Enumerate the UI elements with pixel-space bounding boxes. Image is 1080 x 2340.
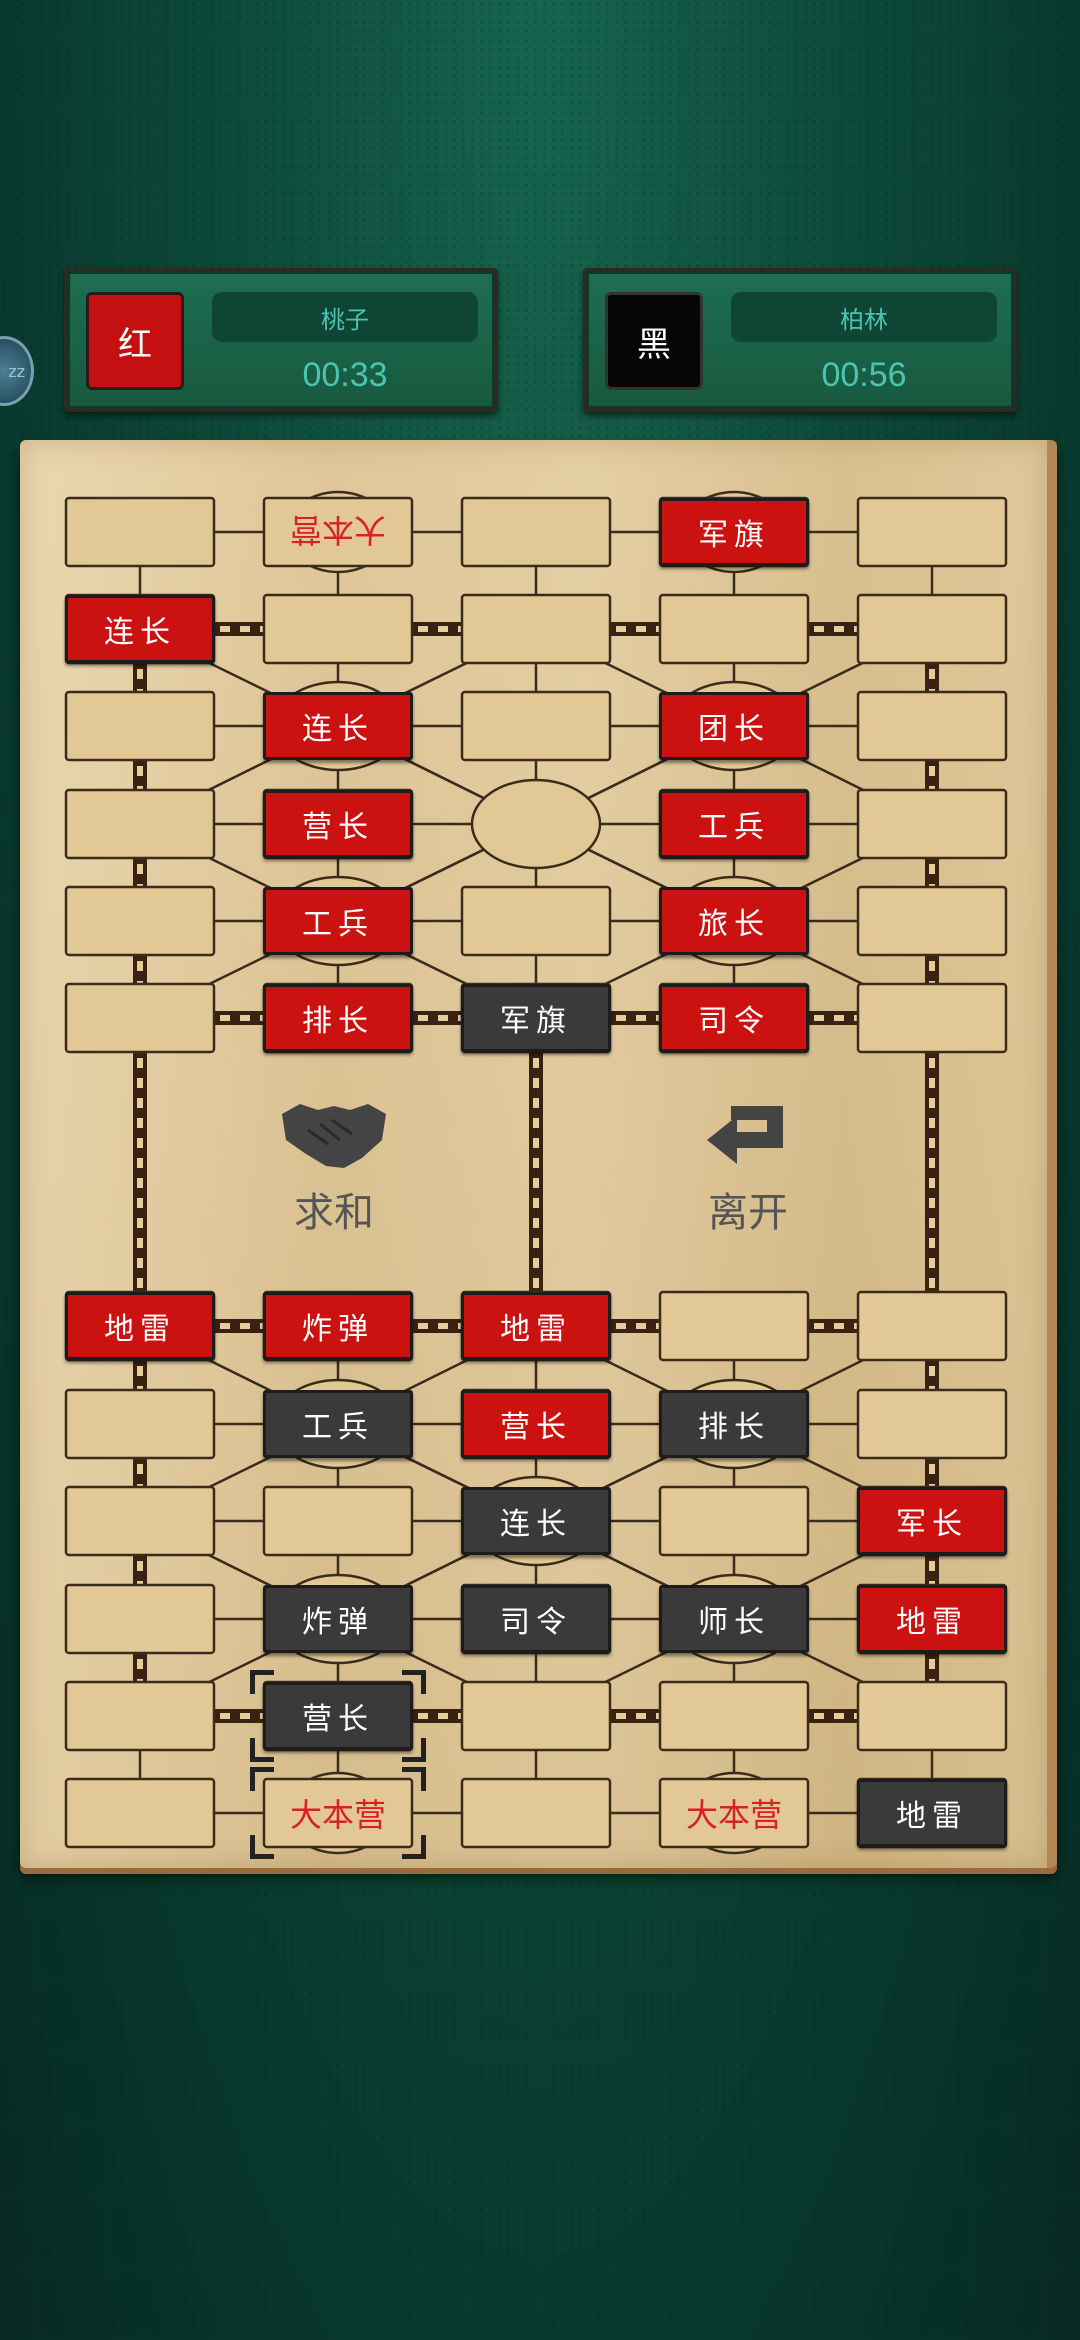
board-station[interactable] xyxy=(856,593,1008,665)
headquarters-station[interactable] xyxy=(658,1777,810,1849)
board-station[interactable] xyxy=(64,1583,216,1655)
selection-bracket xyxy=(250,1670,274,1694)
board-station[interactable] xyxy=(658,1290,810,1362)
black-piece[interactable]: 连长 xyxy=(461,1487,611,1555)
board-station[interactable] xyxy=(64,1680,216,1752)
red-piece[interactable]: 营长 xyxy=(461,1390,611,1458)
board-station[interactable] xyxy=(64,1485,216,1557)
red-piece[interactable]: 军长 xyxy=(857,1487,1007,1555)
selection-bracket xyxy=(250,1835,274,1859)
board-station[interactable] xyxy=(460,496,612,568)
leave-label: 离开 xyxy=(708,1190,788,1236)
red-piece[interactable]: 工兵 xyxy=(263,887,413,955)
board-station[interactable] xyxy=(460,593,612,665)
red-piece[interactable]: 团长 xyxy=(659,692,809,760)
draw-button[interactable]: 求和 xyxy=(278,1100,390,1238)
board-station[interactable] xyxy=(64,496,216,568)
red-player-timer: 00:33 xyxy=(302,355,388,394)
black-player-timer: 00:56 xyxy=(821,355,907,394)
red-piece[interactable]: 营长 xyxy=(263,790,413,858)
red-color-chip: 红 xyxy=(86,292,184,390)
selection-bracket xyxy=(250,1767,274,1791)
board-station[interactable] xyxy=(64,1388,216,1460)
black-player-name: 柏林 xyxy=(731,292,997,342)
red-piece[interactable]: 连长 xyxy=(263,692,413,760)
red-piece[interactable]: 工兵 xyxy=(659,790,809,858)
black-piece[interactable]: 排长 xyxy=(659,1390,809,1458)
black-piece[interactable]: 军旗 xyxy=(461,984,611,1052)
board-station[interactable] xyxy=(460,1777,612,1849)
avatar-icon[interactable]: zz xyxy=(0,336,34,406)
board-station[interactable] xyxy=(856,788,1008,860)
board-station[interactable] xyxy=(658,1485,810,1557)
game-board: 求和 离开 大本营大本营大本营军旗连长连长团长营长工兵工兵旅长排长军旗司令地雷炸… xyxy=(20,440,1057,1868)
red-piece[interactable]: 连长 xyxy=(65,595,215,663)
black-piece[interactable]: 地雷 xyxy=(857,1779,1007,1847)
board-station[interactable] xyxy=(856,1680,1008,1752)
return-arrow-icon xyxy=(707,1106,783,1164)
red-player-panel: 红 桃子 00:33 xyxy=(64,268,498,412)
headquarters-label: 大本营 xyxy=(685,1796,782,1834)
avatar-text: zz xyxy=(8,361,25,381)
board-station[interactable] xyxy=(64,982,216,1054)
board-station[interactable] xyxy=(262,593,414,665)
red-piece[interactable]: 旅长 xyxy=(659,887,809,955)
black-piece[interactable]: 师长 xyxy=(659,1585,809,1653)
headquarters-label: 大本营 xyxy=(289,1796,386,1834)
board-station[interactable] xyxy=(64,690,216,762)
red-piece[interactable]: 地雷 xyxy=(857,1585,1007,1653)
red-piece[interactable]: 地雷 xyxy=(461,1292,611,1360)
black-piece[interactable]: 营长 xyxy=(263,1682,413,1750)
board-station[interactable] xyxy=(460,690,612,762)
board-station[interactable] xyxy=(460,885,612,957)
red-piece[interactable]: 炸弹 xyxy=(263,1292,413,1360)
black-piece[interactable]: 工兵 xyxy=(263,1390,413,1458)
red-piece[interactable]: 地雷 xyxy=(65,1292,215,1360)
selection-bracket xyxy=(250,1738,274,1762)
red-piece[interactable]: 军旗 xyxy=(659,498,809,566)
board-station[interactable] xyxy=(856,982,1008,1054)
board-station[interactable] xyxy=(856,496,1008,568)
board-station[interactable] xyxy=(856,690,1008,762)
selection-bracket xyxy=(402,1767,426,1791)
leave-button[interactable]: 离开 xyxy=(703,1100,793,1238)
handshake-icon xyxy=(282,1104,386,1168)
selection-bracket xyxy=(402,1738,426,1762)
headquarters-label: 大本营 xyxy=(290,511,387,549)
board-station[interactable] xyxy=(64,1777,216,1849)
board-station[interactable] xyxy=(856,1388,1008,1460)
selection-bracket xyxy=(402,1670,426,1694)
black-piece[interactable]: 司令 xyxy=(461,1585,611,1653)
selection-bracket xyxy=(402,1835,426,1859)
board-station[interactable] xyxy=(856,1290,1008,1362)
red-piece[interactable]: 排长 xyxy=(263,984,413,1052)
red-player-name: 桃子 xyxy=(212,292,478,342)
camp-station[interactable] xyxy=(470,778,602,870)
board-station[interactable] xyxy=(856,885,1008,957)
headquarters-station[interactable] xyxy=(262,496,414,568)
board-station[interactable] xyxy=(658,593,810,665)
black-player-panel: 黑 柏林 00:56 xyxy=(583,268,1017,412)
red-piece[interactable]: 司令 xyxy=(659,984,809,1052)
black-piece[interactable]: 炸弹 xyxy=(263,1585,413,1653)
draw-label: 求和 xyxy=(294,1190,374,1236)
board-station[interactable] xyxy=(64,885,216,957)
black-color-chip: 黑 xyxy=(605,292,703,390)
headquarters-station[interactable] xyxy=(262,1777,414,1849)
board-station[interactable] xyxy=(460,1680,612,1752)
board-station[interactable] xyxy=(262,1485,414,1557)
board-station[interactable] xyxy=(64,788,216,860)
board-station[interactable] xyxy=(658,1680,810,1752)
